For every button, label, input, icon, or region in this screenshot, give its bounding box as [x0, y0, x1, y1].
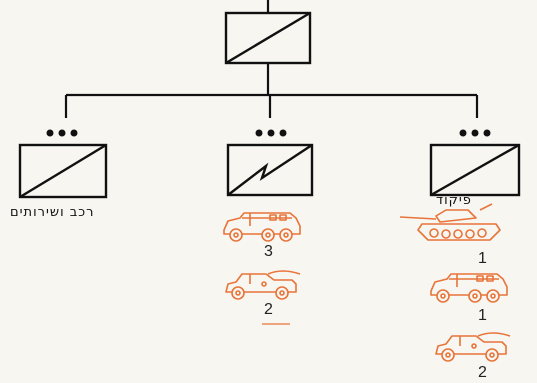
jeep-icon — [435, 332, 511, 362]
vehicle-count: 1 — [478, 250, 487, 267]
vehicle-armored-car-right — [430, 273, 508, 303]
unit-symbol-middle — [226, 129, 314, 197]
vehicle-jeep-right — [435, 332, 511, 362]
unit-label-left: רכב ושירותים — [10, 205, 95, 220]
vehicle-count: 2 — [478, 364, 487, 379]
rank-dots-right — [459, 129, 491, 137]
signal-lightning-icon — [227, 143, 313, 196]
vehicle-count: 1 — [478, 307, 487, 324]
vehicle-armored-car-middle — [223, 212, 301, 242]
rank-dots-left — [46, 129, 78, 137]
vehicle-tank-right — [399, 203, 501, 241]
unit-label-right: פיקוד — [436, 193, 472, 208]
rank-dots-middle — [255, 129, 287, 137]
tank-icon — [399, 203, 501, 241]
connector-lines — [64, 0, 479, 118]
vehicle-jeep-middle — [225, 270, 301, 300]
vehicle-count: 2 — [264, 301, 273, 318]
jeep-icon — [225, 270, 301, 300]
armored-car-icon — [223, 212, 301, 242]
hq-unit-symbol — [224, 11, 312, 65]
armored-car-icon — [430, 273, 508, 303]
unit-symbol-right — [429, 129, 521, 197]
unit-symbol-left — [18, 129, 108, 199]
vehicle-count: 3 — [264, 243, 273, 260]
